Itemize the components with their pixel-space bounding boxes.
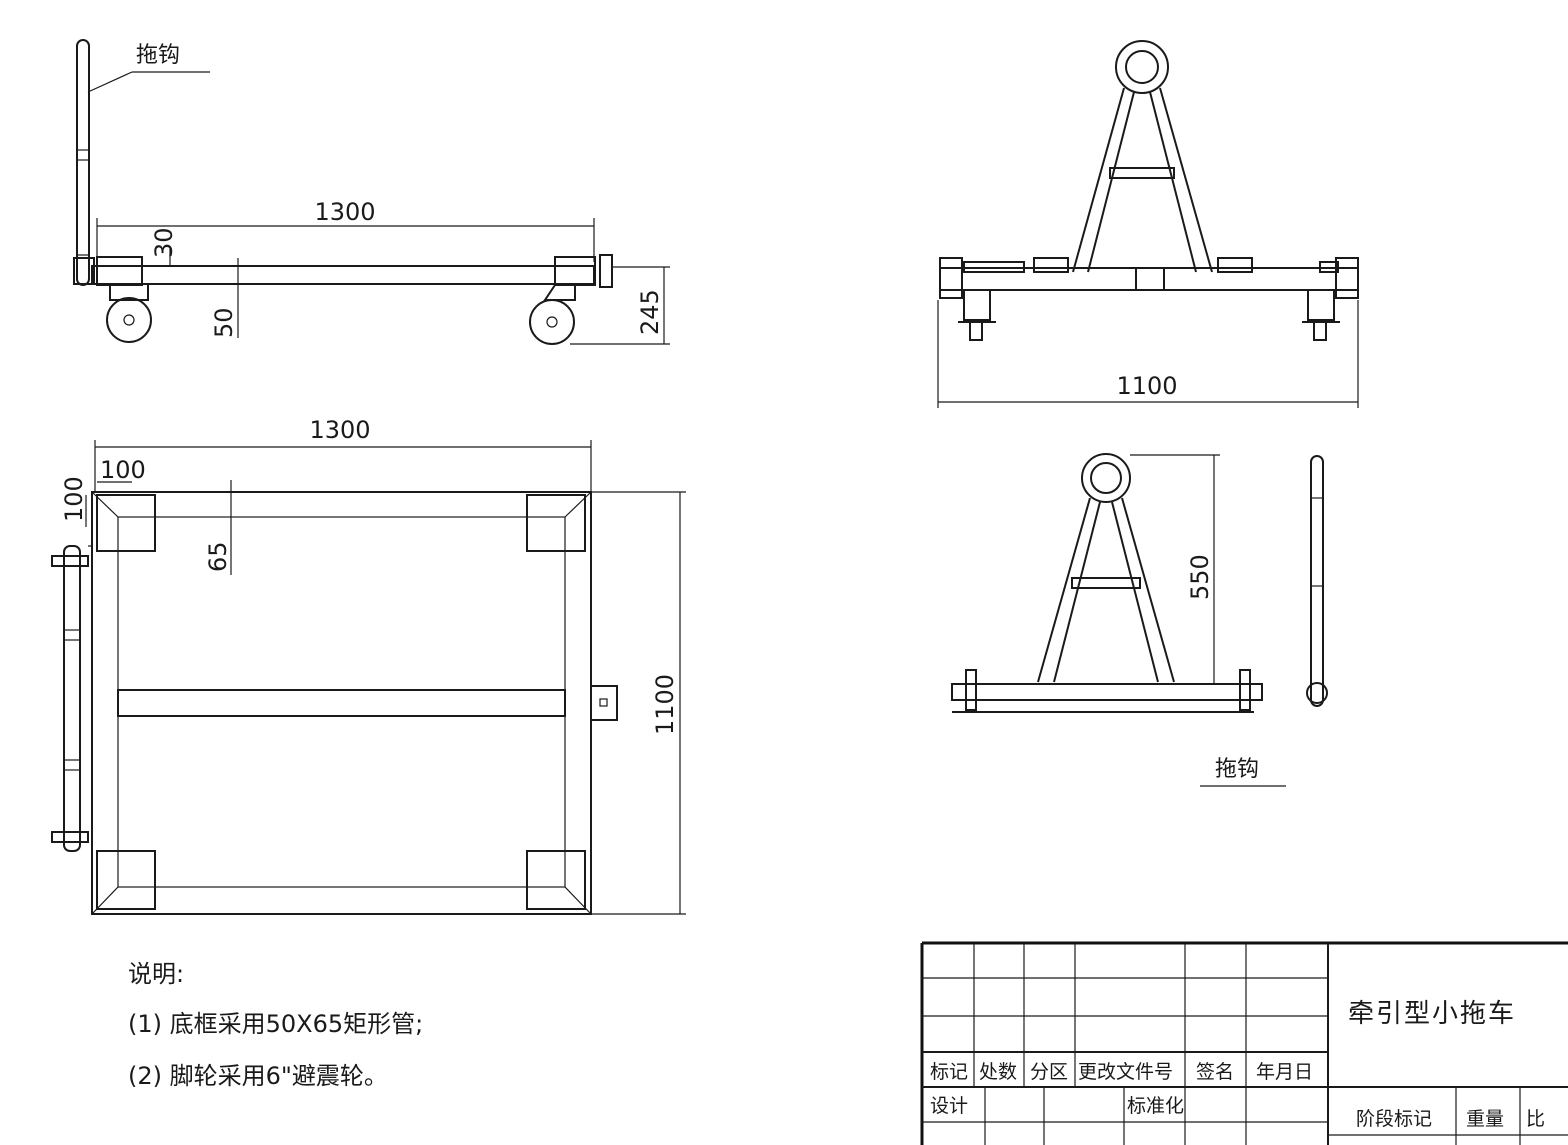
end-hook-ring-inner (1125, 50, 1159, 84)
dim-side-30: 30 (150, 227, 178, 258)
dim-side-length: 1300 (314, 198, 375, 226)
dim-plan-65: 65 (204, 541, 232, 572)
tb-header-mark: 标记 (930, 1061, 968, 1083)
dim-plan-length: 1300 (309, 416, 370, 444)
tb-header-change-doc: 更改文件号 (1078, 1061, 1173, 1083)
tb-design: 设计 (930, 1095, 968, 1117)
plan-cross-member (117, 689, 566, 717)
end-caster-left (963, 289, 991, 321)
side-view: 拖钩 1300 30 50 245 (73, 39, 670, 345)
tb-title: 牵引型小拖车 (1348, 999, 1516, 1029)
tb-header-signature: 签名 (1196, 1061, 1234, 1083)
notes-heading: 说明: (128, 960, 185, 988)
dim-plan-100-w: 100 (100, 456, 146, 484)
hook-detail: 550 拖钩 (951, 453, 1328, 787)
side-wheel-right (529, 299, 575, 345)
plan-plate-tr (526, 494, 586, 552)
tb-header-date: 年月日 (1256, 1061, 1313, 1083)
tb-standardization: 标准化 (1127, 1095, 1184, 1117)
dim-hook-height: 550 (1186, 554, 1214, 600)
tb-stage-mark: 阶段标记 (1356, 1108, 1432, 1130)
dim-end-width: 1100 (1116, 372, 1177, 400)
plan-inner-frame (117, 516, 566, 888)
hook-label-top: 拖钩 (136, 43, 180, 68)
end-caster-right (1307, 289, 1335, 321)
tb-ratio: 比 (1526, 1108, 1545, 1130)
title-block: 标记 处数 分区 更改文件号 签名 年月日 设计 标准化 牵引型小拖车 阶段标记… (920, 941, 1568, 1145)
detail-hook-profile (1310, 455, 1324, 707)
side-hitch (599, 254, 613, 288)
side-frame (91, 265, 595, 285)
hook-label-bottom: 拖钩 (1215, 757, 1259, 782)
end-view: 1100 (937, 40, 1359, 408)
plan-outer-frame (91, 491, 592, 915)
detail-base-bar (951, 683, 1263, 701)
end-hook-ring-outer (1115, 40, 1169, 94)
dim-side-50: 50 (210, 307, 238, 338)
plan-tow-handle (63, 545, 81, 852)
detail-hook-ring-inner (1090, 462, 1122, 494)
tb-header-count: 处数 (979, 1061, 1017, 1083)
plan-plate-bl (96, 850, 156, 910)
end-a-frame-brace (1109, 167, 1175, 179)
dim-plan-width: 1100 (651, 674, 679, 735)
notes-item-1: (1) 底框采用50X65矩形管; (128, 1010, 424, 1038)
dim-side-height: 245 (636, 289, 664, 335)
side-hook-mount (73, 257, 95, 285)
side-caster-plate-left (96, 256, 143, 286)
detail-hook-ring-outer (1081, 453, 1131, 503)
side-caster-plate-right (554, 256, 596, 286)
plan-plate-br (526, 850, 586, 910)
plan-view: 1300 100 100 65 1100 (51, 416, 686, 915)
side-wheel-left (106, 297, 152, 343)
side-tow-handle (76, 39, 90, 286)
tb-weight: 重量 (1466, 1108, 1504, 1130)
notes-item-2: (2) 脚轮采用6"避震轮。 (128, 1062, 388, 1090)
tb-header-zone: 分区 (1030, 1061, 1068, 1083)
dim-plan-100-h: 100 (60, 476, 88, 522)
detail-brace (1071, 577, 1141, 589)
plan-hitch-tab (590, 685, 618, 721)
plan-plate-tl (96, 494, 156, 552)
